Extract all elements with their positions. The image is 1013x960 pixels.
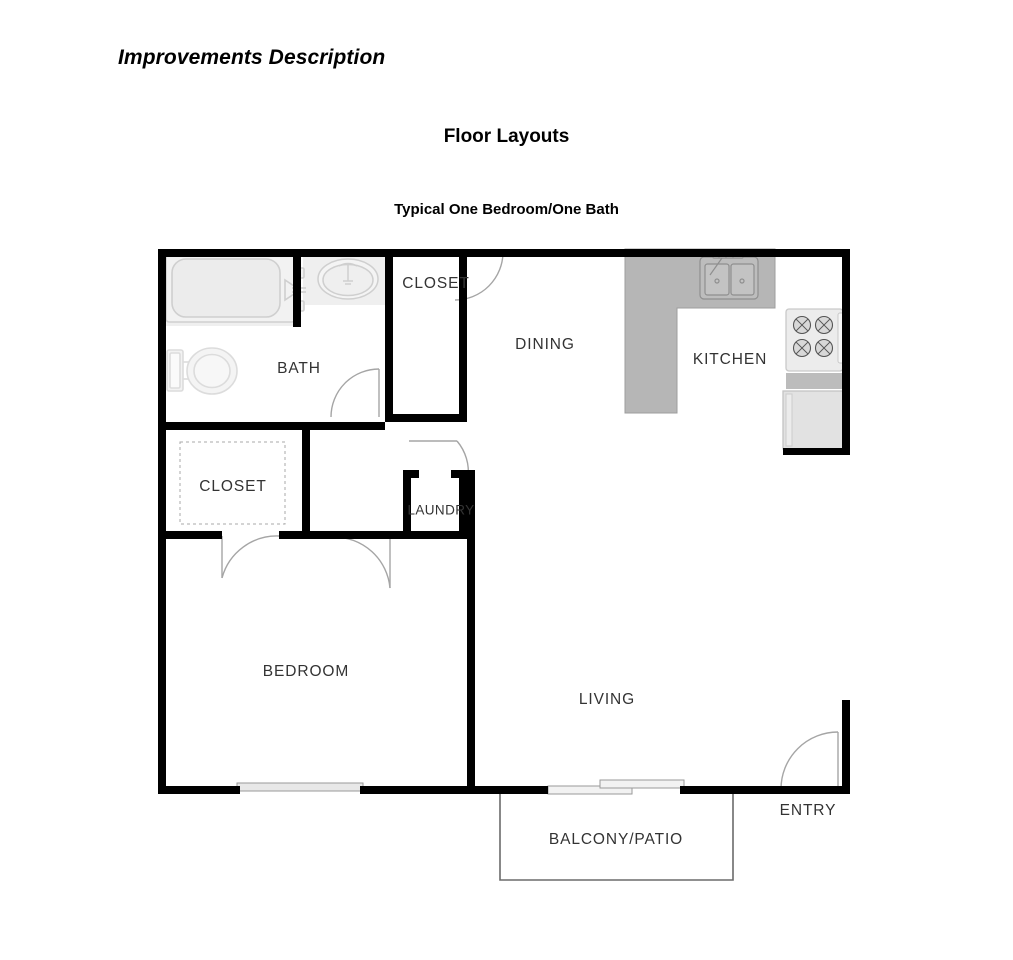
plan-subtitle: Typical One Bedroom/One Bath bbox=[394, 201, 619, 218]
range-icon bbox=[785, 308, 845, 389]
bedroom-closet-door-swing bbox=[221, 535, 280, 579]
room-label-laundry: LAUNDRY bbox=[407, 503, 474, 518]
room-label-bath: BATH bbox=[277, 360, 321, 377]
room-labels: BATH CLOSET DINING KITCHEN CLOSET LAUNDR… bbox=[199, 275, 837, 848]
bedroom-window bbox=[236, 782, 364, 792]
room-label-entry: ENTRY bbox=[780, 802, 837, 819]
entry-door-swing bbox=[780, 731, 839, 790]
page-title: Improvements Description bbox=[118, 46, 386, 69]
refrigerator-icon bbox=[782, 390, 845, 450]
room-label-kitchen: KITCHEN bbox=[693, 351, 767, 368]
room-label-dining: DINING bbox=[515, 336, 575, 353]
balcony-outline bbox=[499, 789, 734, 881]
room-label-balcony-patio: BALCONY/PATIO bbox=[549, 831, 683, 848]
room-label-closet-hall: CLOSET bbox=[402, 275, 469, 292]
bathtub-icon bbox=[165, 253, 306, 323]
room-label-bedroom: BEDROOM bbox=[263, 663, 349, 680]
closet-shelf-outline bbox=[179, 441, 286, 525]
walls bbox=[158, 249, 850, 794]
door-swing-arcs bbox=[221, 251, 839, 790]
bath-door-swing bbox=[330, 368, 380, 418]
room-label-closet-bedroom: CLOSET bbox=[199, 478, 266, 495]
room-label-living: LIVING bbox=[579, 691, 635, 708]
vanity-sink-icon bbox=[317, 258, 379, 300]
patio-sliding-door bbox=[547, 779, 685, 795]
kitchen-sink-icon bbox=[699, 251, 759, 300]
toilet-icon bbox=[166, 347, 238, 395]
bedroom-door-swing bbox=[333, 536, 391, 589]
section-title: Floor Layouts bbox=[443, 126, 570, 147]
